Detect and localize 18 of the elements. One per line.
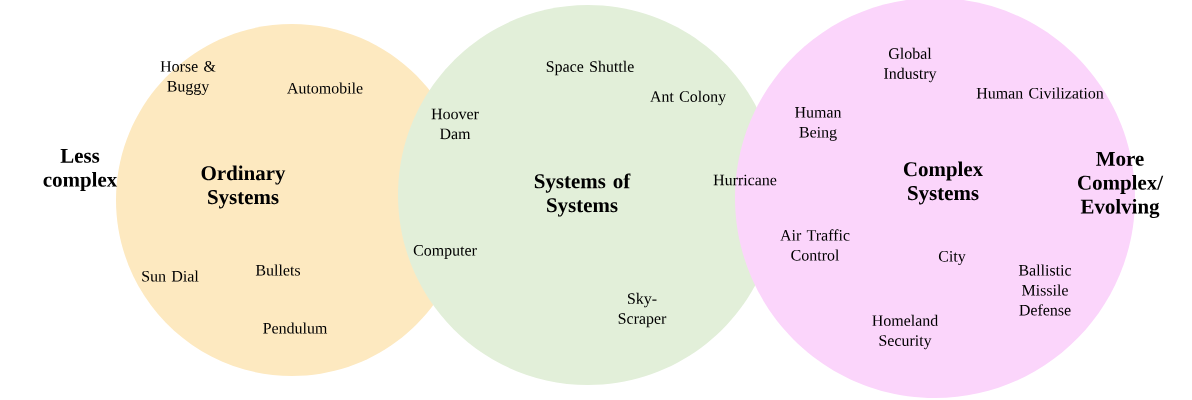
example-label: Air Traffic Control: [780, 229, 850, 261]
example-label: Global Industry: [884, 47, 937, 83]
example-label: Homeland Security: [872, 314, 938, 350]
example-label: City: [938, 251, 966, 265]
example-label: Space Shuttle: [546, 60, 634, 76]
side-label: More Complex/ Evolving: [1078, 151, 1164, 219]
example-label: Human Civilization: [976, 87, 1104, 99]
side-label: Less complex: [43, 148, 118, 192]
example-label: Pendulum: [263, 322, 328, 334]
example-label: Horse & Buggy: [160, 61, 216, 95]
example-label: Sun Dial: [142, 270, 199, 282]
example-label: Human Being: [795, 107, 842, 141]
example-label: Hurricane: [713, 174, 777, 186]
example-label: Sky-Scraper: [618, 292, 667, 328]
example-label: Bullets: [255, 264, 300, 276]
example-label: Automobile: [287, 82, 363, 94]
example-label: Ant Colony: [650, 90, 726, 106]
example-label: Ballistic Missile Defense: [1018, 264, 1072, 316]
